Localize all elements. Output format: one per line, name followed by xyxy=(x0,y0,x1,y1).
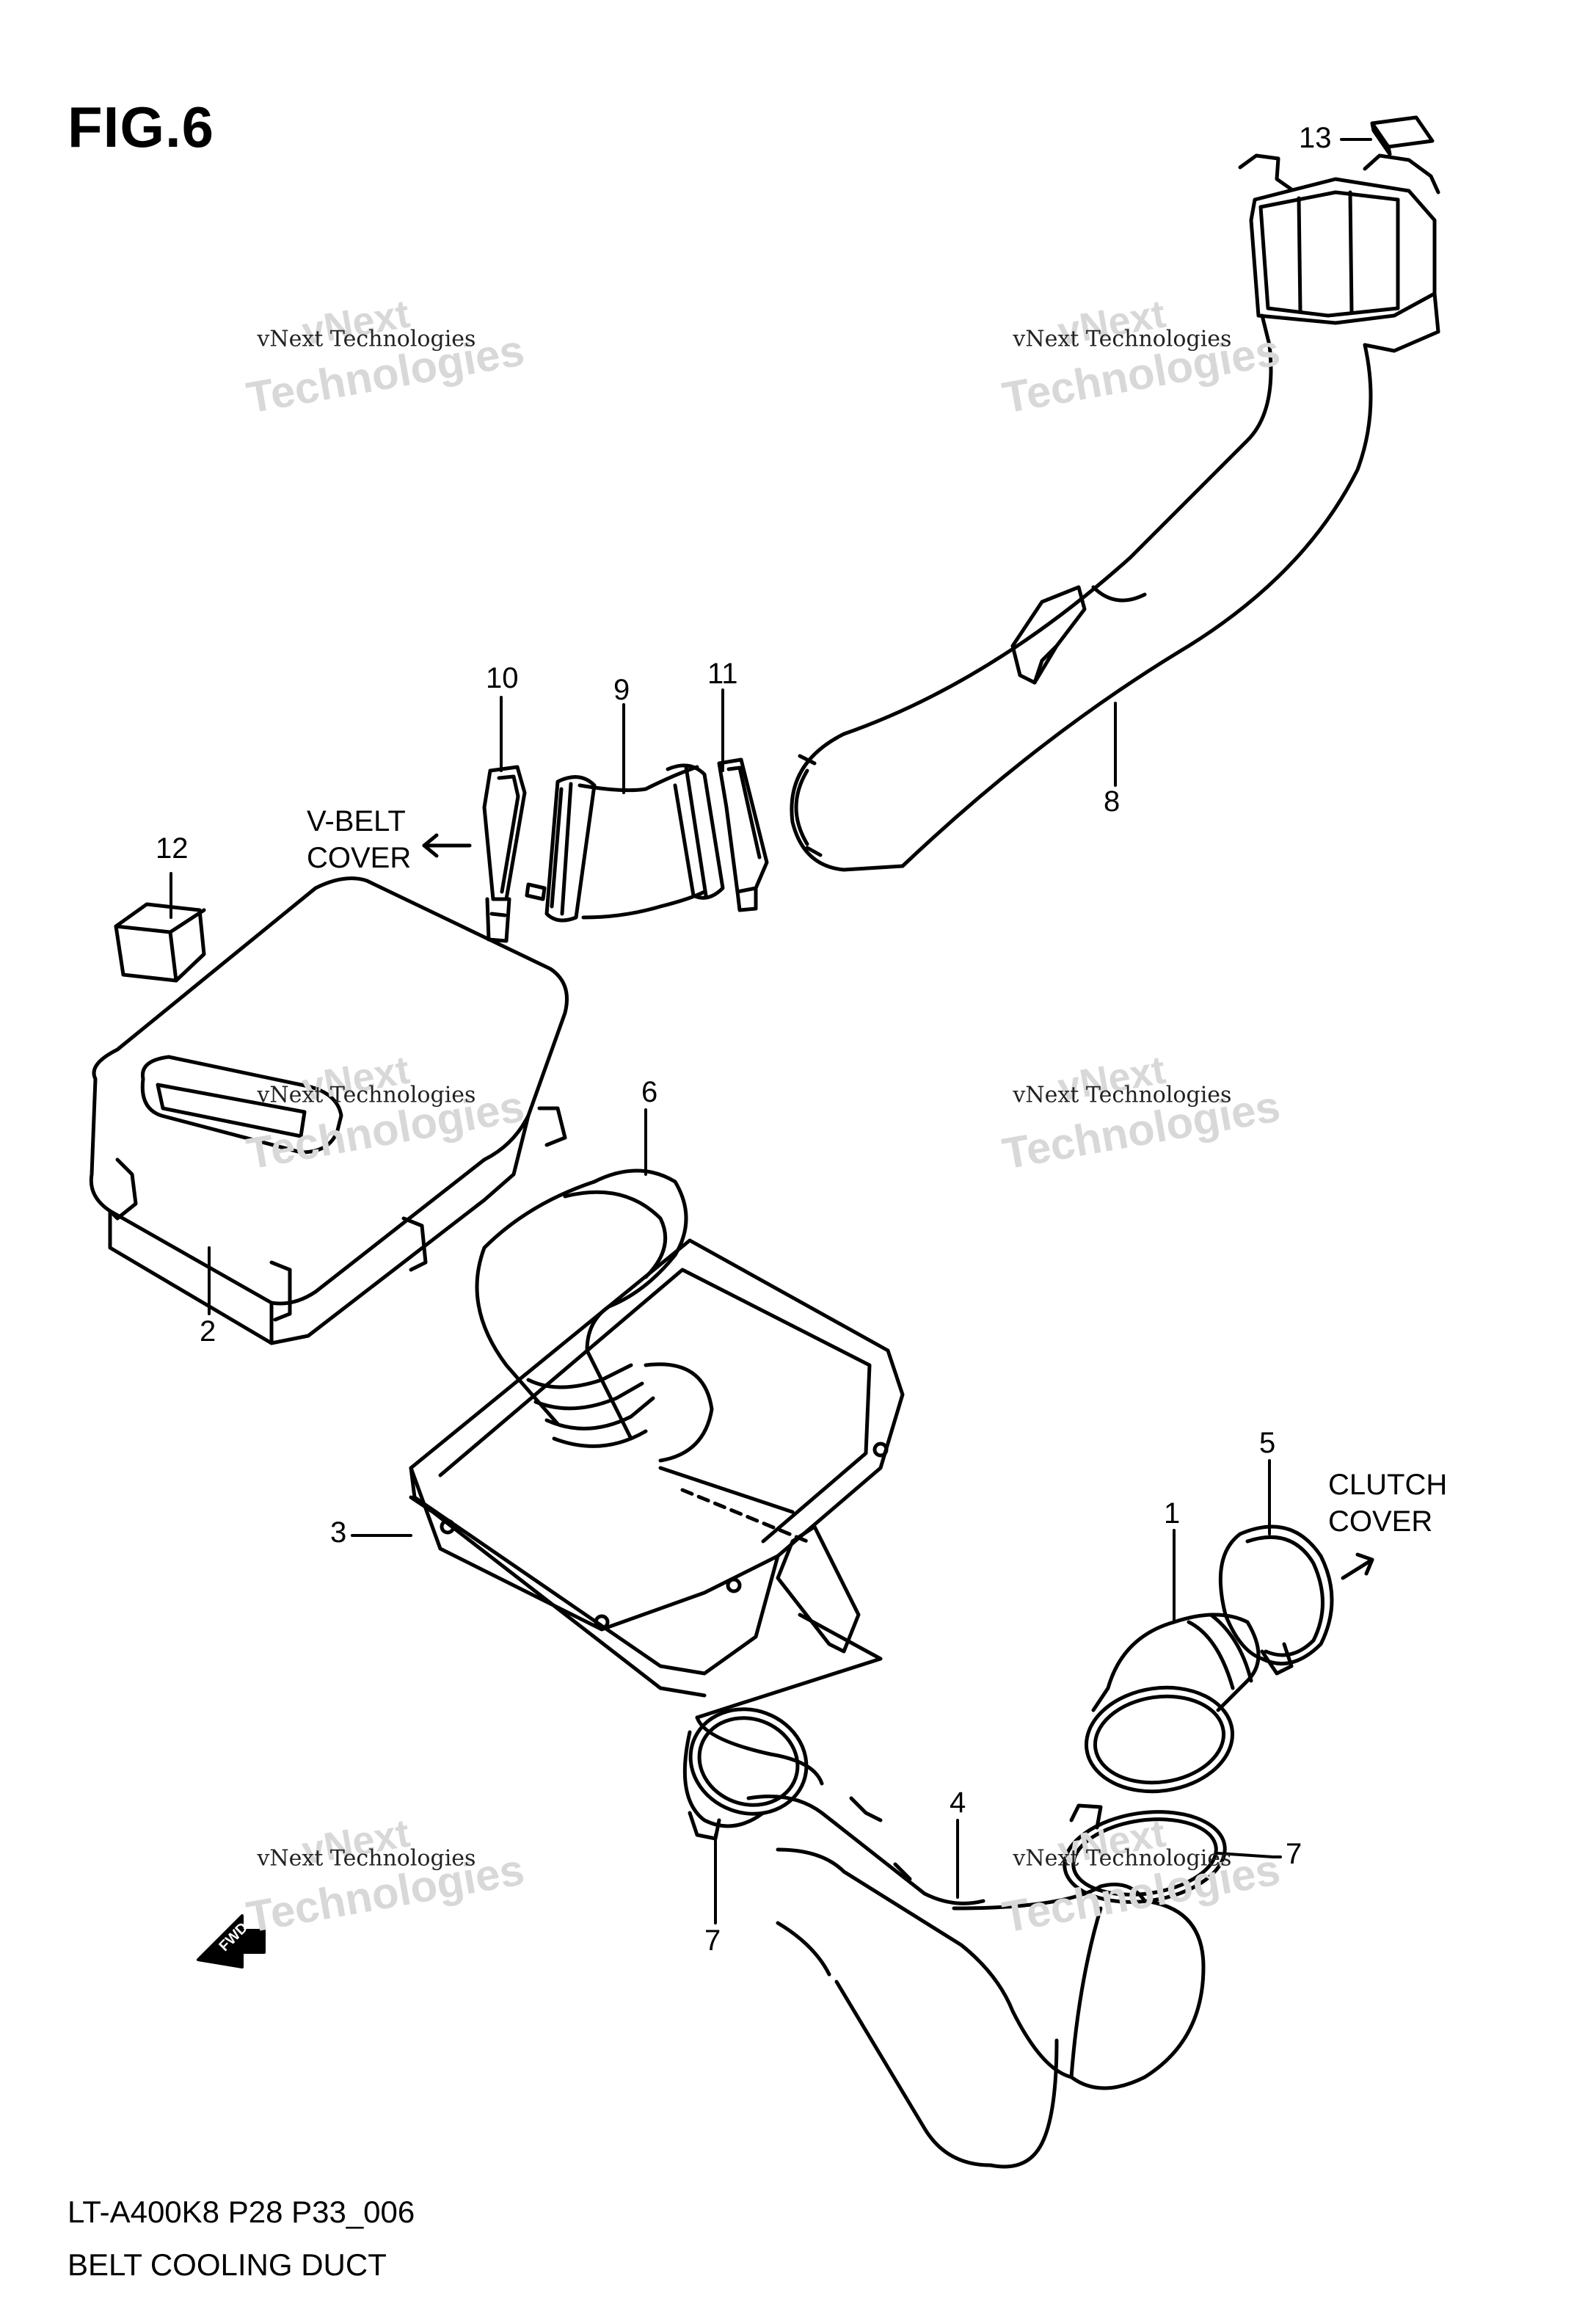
part-9-coupling-hose xyxy=(525,763,725,923)
figure-title: FIG.6 xyxy=(68,95,215,159)
part-1-rubber-elbow xyxy=(1084,1613,1261,1794)
part-4-lower-duct xyxy=(682,1715,1206,2169)
vbelt-cover-arrow xyxy=(422,833,472,858)
callout-5: 5 xyxy=(1259,1427,1276,1459)
callout-4: 4 xyxy=(950,1786,966,1819)
callout-11: 11 xyxy=(707,658,738,690)
leader-lines xyxy=(170,138,1372,1924)
callout-2: 2 xyxy=(200,1315,216,1348)
callout-8: 8 xyxy=(1104,785,1121,818)
part-6-elbow-hose xyxy=(475,1168,688,1448)
clutch-note-line2: COVER xyxy=(1328,1505,1433,1538)
part-7a-clamp xyxy=(688,1707,809,1841)
part-3-airbox-case xyxy=(409,1238,905,1720)
vbelt-cover-note: V-BELT COVER xyxy=(307,803,411,876)
vbelt-note-line1: V-BELT xyxy=(307,805,406,837)
clutch-note-line1: CLUTCH xyxy=(1328,1469,1448,1501)
clutch-cover-arrow xyxy=(1341,1552,1374,1580)
clutch-cover-note: CLUTCH COVER xyxy=(1328,1466,1447,1540)
callout-9: 9 xyxy=(613,674,630,706)
part-2-airbox-cover xyxy=(89,876,569,1345)
callout-10: 10 xyxy=(486,662,519,694)
callout-7: 7 xyxy=(1286,1838,1302,1870)
part-8-intake-duct xyxy=(790,153,1440,872)
callout-6: 6 xyxy=(641,1076,658,1108)
fwd-arrow-icon xyxy=(197,1914,266,1969)
part-10-clamp xyxy=(482,765,527,943)
callout-1: 1 xyxy=(1164,1497,1181,1530)
part-11-clamp xyxy=(717,757,769,912)
model-code: LT-A400K8 P28 P33_006 xyxy=(68,2195,415,2229)
part-5-clamp xyxy=(1218,1524,1334,1676)
callout-13: 13 xyxy=(1299,122,1332,154)
callout-7: 7 xyxy=(704,1924,721,1957)
part-12-block xyxy=(114,902,206,983)
part-13-pad xyxy=(1370,115,1435,156)
figure-caption: BELT COOLING DUCT xyxy=(68,2247,387,2282)
callout-12: 12 xyxy=(156,832,189,865)
vbelt-note-line2: COVER xyxy=(307,842,412,874)
part-7b-clamp xyxy=(1063,1803,1227,1904)
callout-3: 3 xyxy=(330,1516,347,1549)
